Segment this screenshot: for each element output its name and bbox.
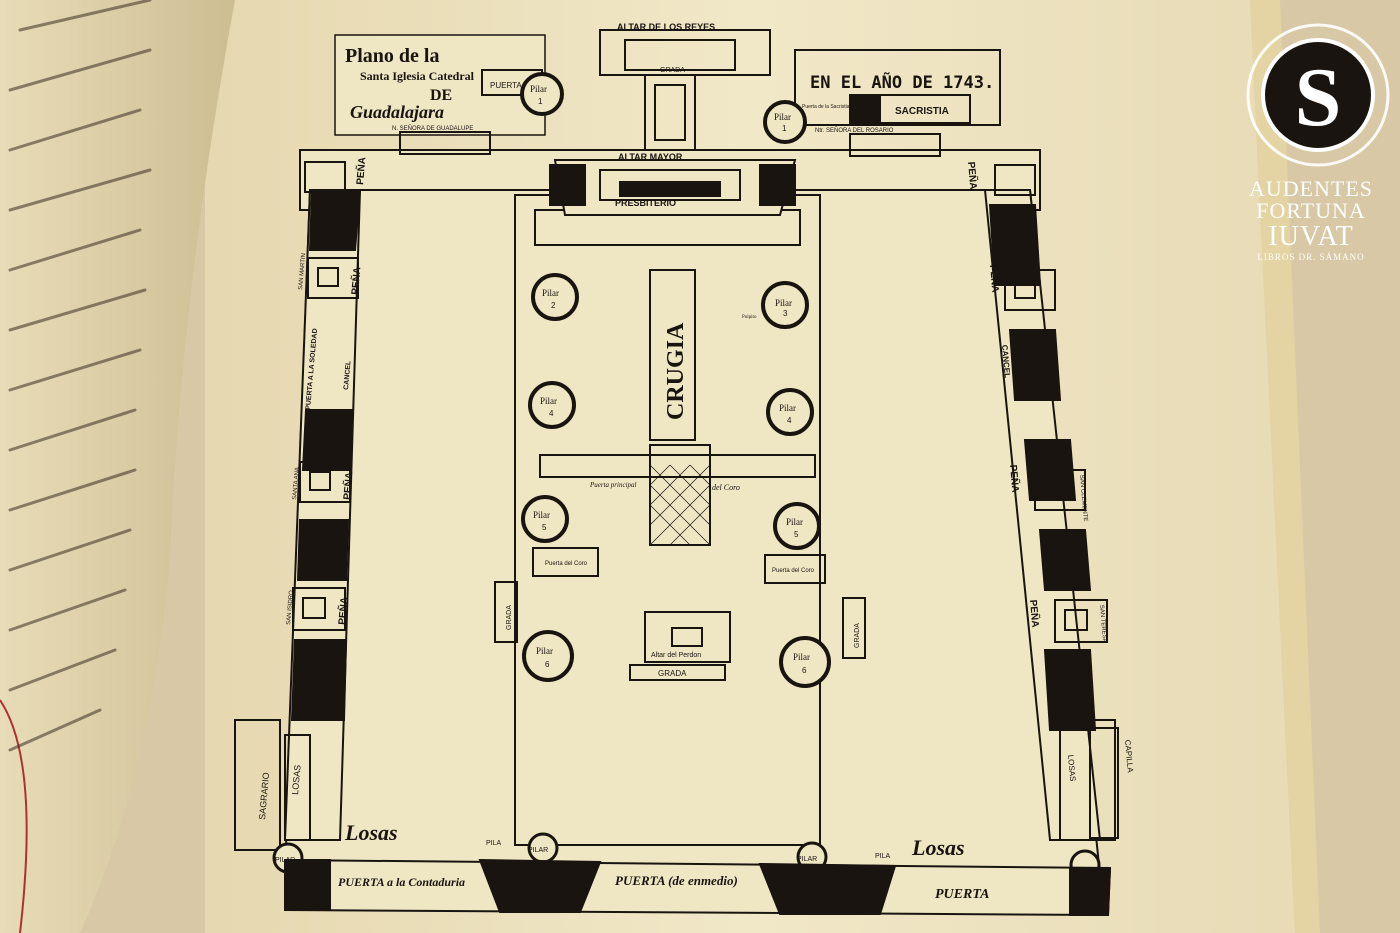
pilar-num-5a: 5 <box>542 523 547 532</box>
title-cartouche <box>334 34 546 136</box>
pilar-num-6b: 6 <box>802 666 807 675</box>
label-sagrario: SAGRARIO <box>257 772 271 820</box>
left-page-text <box>8 0 152 752</box>
chapel-right-2: SAN TERESA <box>1098 605 1107 643</box>
watermark-line4: LIBROS DR. SÁMANO <box>1257 252 1365 262</box>
pilar-label-f: Pilar <box>786 517 803 527</box>
pilar-label-d: Pilar <box>779 403 796 413</box>
pilar-label-b: Pilar <box>775 298 792 308</box>
pilar-num-2: 2 <box>551 301 556 310</box>
pilar-num-4b: 4 <box>787 416 792 425</box>
pilar-label-a: Pilar <box>542 288 559 298</box>
chapel-left-1: SAN MARTIN <box>298 253 307 290</box>
label-altar-reyes: ALTAR DE LOS REYES <box>617 22 715 32</box>
label-altar-mayor: ALTAR MAYOR <box>618 152 683 162</box>
pilar-num-3: 3 <box>783 309 788 318</box>
label-puerta-enmedio: PUERTA (de enmedio) <box>615 873 738 888</box>
label-penna-r4: PEÑA <box>965 161 980 190</box>
label-cancel-right: CANCEL <box>1000 344 1012 378</box>
label-pila-1: PILA <box>486 840 502 847</box>
label-penna-l1: PEÑA <box>348 266 363 295</box>
watermark-emblem: S <box>1246 23 1390 167</box>
label-capilla: CAPILLA <box>1123 739 1135 773</box>
label-grada-top: GRADA <box>660 67 685 74</box>
label-pilar-bottom-2: PILAR <box>797 856 817 863</box>
label-losas-right-caps: LOSAS <box>1066 754 1077 781</box>
label-penna-r3: PEÑA <box>1027 599 1042 628</box>
label-del-coro: del Coro <box>712 483 740 492</box>
pilar-label-e: Pilar <box>533 510 550 520</box>
plan-title-4: Guadalajara <box>350 102 444 122</box>
pilar-num-5b: 5 <box>794 530 799 539</box>
label-puerta-contaduria: PUERTA a la Contaduria <box>338 875 465 889</box>
left-page <box>0 0 235 933</box>
label-cancel-left: CANCEL <box>343 360 353 390</box>
label-presbiterio: PRESBITERIO <box>615 198 676 208</box>
label-penna-r1: PEÑA <box>987 264 1002 293</box>
label-penna-r2: PEÑA <box>1007 464 1022 493</box>
plan-title-2: Santa Iglesia Catedral <box>360 69 475 83</box>
pilar-label-i: Pilar <box>530 84 547 94</box>
label-pila-2: PILA <box>875 853 891 860</box>
pilar-num-1a: 1 <box>538 97 543 106</box>
label-grada-bottom: GRADA <box>658 669 687 678</box>
label-puerta-coro-left: Puerta del Coro <box>545 561 588 567</box>
label-pilar-bottom-1: PILAR <box>528 847 548 854</box>
label-altar-perdon: Altar del Perdon <box>651 652 701 659</box>
plan-year: EN EL AÑO DE 1743. <box>810 70 994 93</box>
label-penna-l4: PEÑA <box>353 156 368 185</box>
monogram-s: S <box>1295 51 1342 144</box>
plan-title-1: Plano de la <box>345 45 439 67</box>
label-puerta-principal: Puerta principal <box>589 481 637 489</box>
pilar-num-1b: 1 <box>782 124 787 133</box>
label-losas-left: Losas <box>344 820 398 845</box>
chapel-left-3: SAN ISIDRO <box>286 590 295 625</box>
label-pulpito: Pulpito <box>742 315 757 320</box>
pilar-label-h: Pilar <box>793 652 810 662</box>
label-grada-right: GRADA <box>854 623 861 648</box>
nave-outline <box>283 189 1102 876</box>
label-penna-l2: PEÑA <box>340 471 355 500</box>
pilar-label-c: Pilar <box>540 396 557 406</box>
label-penna-l3: PEÑA <box>335 596 350 625</box>
watermark-line1: AUDENTES <box>1248 176 1374 201</box>
plan-title-3: DE <box>430 87 452 104</box>
label-sacristia: SACRISTIA <box>895 106 949 117</box>
label-losas-left-caps: LOSAS <box>290 764 303 795</box>
chapel-left-2: SANTA ANA <box>292 467 301 500</box>
watermark-line3: IUVAT <box>1268 221 1354 252</box>
pilar-label-j: Pilar <box>774 112 791 122</box>
watermark-line2: FORTUNA <box>1256 198 1366 223</box>
pillars <box>520 72 831 688</box>
pilar-label-g: Pilar <box>536 646 553 656</box>
label-puerta-tl: PUERTA <box>490 81 522 90</box>
cathedral-plan: Plano de la Santa Iglesia Catedral DE Gu… <box>234 22 1135 917</box>
label-guadalupe: N. SEÑORA DE GUADALUPE <box>392 125 473 132</box>
pilar-num-4a: 4 <box>549 409 554 418</box>
label-rosario: Ntr. SEÑORA DEL ROSARIO <box>815 127 894 134</box>
label-losas-right: Losas <box>911 835 965 860</box>
pilar-num-6a: 6 <box>545 660 550 669</box>
label-puerta-sacristia: Puerta de la Sacristia <box>802 104 850 110</box>
watermark-text: AUDENTES FORTUNA IUVAT LIBROS DR. SÁMANO <box>1236 176 1386 263</box>
label-crugia: CRUGIA <box>663 322 689 420</box>
label-puerta-right: PUERTA <box>935 887 989 902</box>
chapel-right-1: SAN CLEMENTE <box>1078 475 1088 522</box>
label-puerta-coro-right: Puerta del Coro <box>772 568 815 574</box>
label-grada-left: GRADA <box>506 605 513 630</box>
